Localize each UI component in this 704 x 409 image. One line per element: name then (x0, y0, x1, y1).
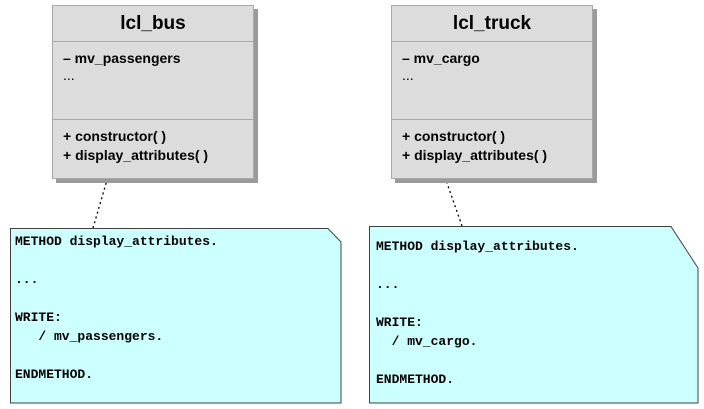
attribute-mv-passengers: – mv_passengers (63, 50, 181, 66)
class-box-lcl-truck[interactable]: lcl_truck – mv_cargo ... + constructor( … (391, 5, 593, 179)
attribute-ellipsis: ... (63, 67, 75, 83)
code-line: ENDMETHOD. (15, 367, 94, 382)
class-box-lcl-bus[interactable]: lcl_bus – mv_passengers ... + constructo… (52, 5, 254, 179)
code-line: ... (376, 277, 400, 292)
code-line: ENDMETHOD. (376, 372, 455, 387)
attribute-ellipsis: ... (402, 67, 414, 83)
code-line: METHOD display_attributes. (376, 239, 579, 254)
note-code-bus: METHOD display_attributes. ... WRITE: / … (15, 232, 218, 384)
note-shape-truck (369, 226, 699, 404)
attributes-section-lcl-truck: – mv_cargo ... (392, 42, 592, 120)
attributes-section-lcl-bus: – mv_passengers ... (53, 42, 253, 120)
note-shape-bus (10, 228, 342, 404)
code-line: METHOD display_attributes. (15, 234, 218, 249)
class-name-lcl-truck: lcl_truck (392, 6, 592, 42)
attribute-mv-cargo: – mv_cargo (402, 50, 480, 66)
note-code-truck: METHOD display_attributes. ... WRITE: / … (376, 237, 579, 389)
method-constructor: + constructor( ) (402, 128, 506, 144)
code-line: ... (15, 272, 39, 287)
method-constructor: + constructor( ) (63, 128, 167, 144)
methods-section-lcl-truck: + constructor( ) + display_attributes( ) (392, 121, 592, 165)
code-line: / mv_cargo. (376, 334, 478, 349)
code-line: WRITE: (15, 310, 62, 325)
method-display-attributes: + display_attributes( ) (402, 147, 548, 163)
class-name-lcl-bus: lcl_bus (53, 6, 253, 42)
method-display-attributes: + display_attributes( ) (63, 147, 209, 163)
code-line: WRITE: (376, 315, 423, 330)
methods-section-lcl-bus: + constructor( ) + display_attributes( ) (53, 121, 253, 165)
code-line: / mv_passengers. (15, 329, 164, 344)
